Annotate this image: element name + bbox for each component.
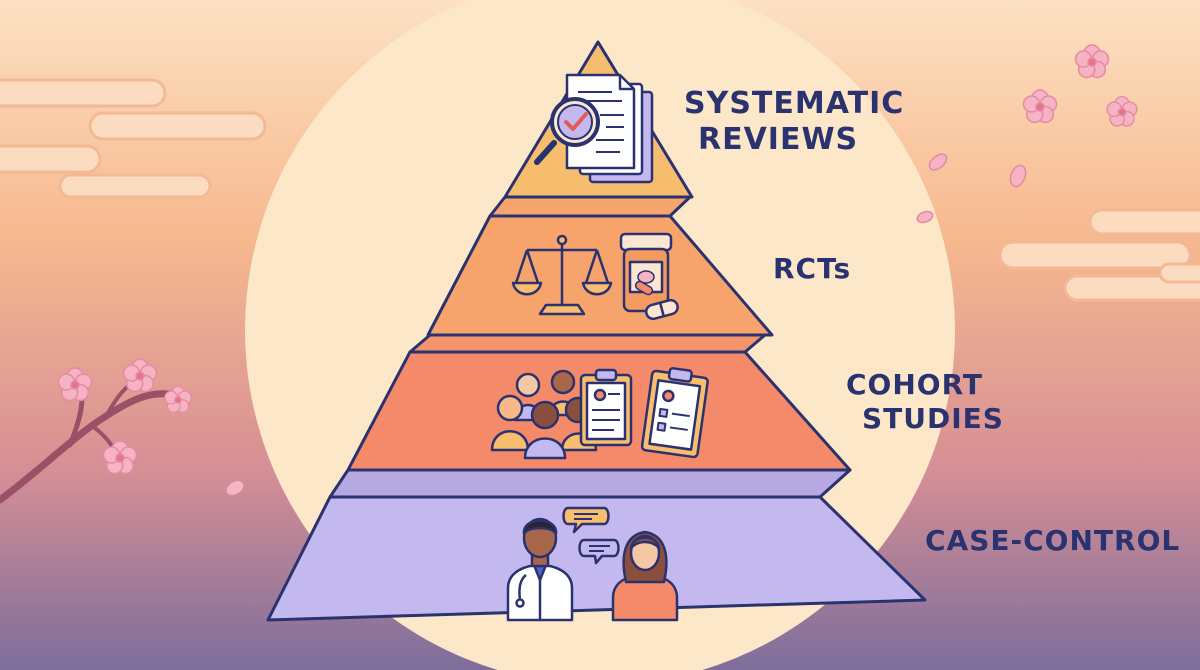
tier-connectors [328, 195, 852, 499]
label-case-control-line-1: CASE-CONTROL [925, 524, 1181, 557]
label-systematic-reviews-line-1: SYSTEMATIC [684, 86, 905, 121]
tier-cohort-studies [346, 350, 852, 472]
label-case-control: CASE-CONTROL [925, 524, 1180, 558]
label-systematic-reviews-line-2: REVIEWS [698, 122, 859, 157]
document-magnifier-icon [534, 73, 654, 184]
label-rcts: RCTs [773, 252, 851, 286]
group-and-clipboards-icon [490, 367, 709, 460]
cherry-blossoms-top-right-icon [916, 44, 1138, 224]
scales-and-pill-bottle-icon [511, 232, 679, 321]
tier-rcts [426, 214, 774, 337]
cherry-blossom-branch-icon [0, 358, 244, 504]
label-rcts-line-1: RCTs [773, 252, 852, 285]
doctor-patient-conversation-icon [506, 506, 679, 622]
tier-systematic-reviews [503, 40, 694, 199]
cloud-right [998, 208, 1200, 302]
label-systematic-reviews: SYSTEMATIC REVIEWS [684, 86, 904, 158]
cloud-left [0, 78, 267, 199]
label-cohort-studies-line-1: COHORT [846, 368, 983, 401]
tier-case-control [266, 495, 927, 622]
label-cohort-studies: COHORT STUDIES [846, 368, 1004, 435]
label-cohort-studies-line-2: STUDIES [862, 401, 1004, 435]
